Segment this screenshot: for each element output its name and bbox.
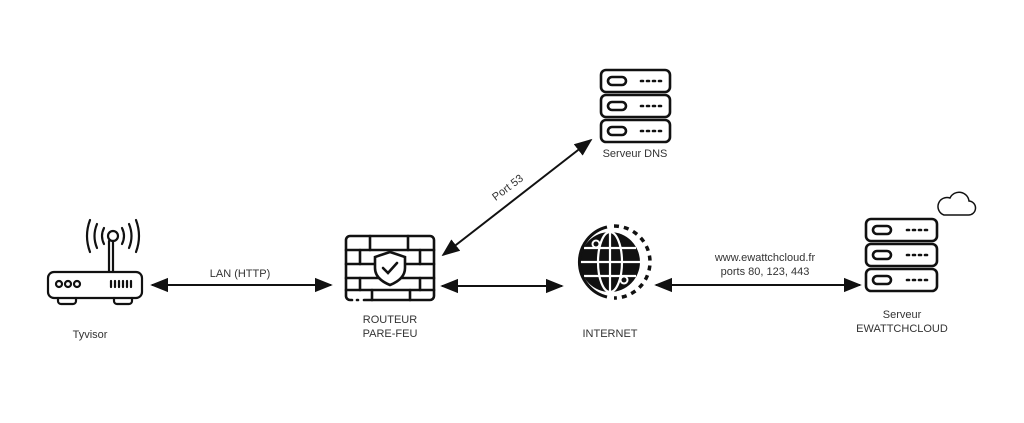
- node-label-router-line2: PARE-FEU: [362, 328, 418, 340]
- node-label-tyvisor: Tyvisor: [72, 329, 108, 341]
- firewall-icon: [344, 234, 436, 302]
- node-label-router-line1: ROUTEUR: [362, 314, 418, 326]
- wifi-router-icon: [46, 218, 144, 306]
- edge-label-cloud: www.ewattchcloud.fr ports 80, 123, 443: [695, 251, 835, 279]
- node-label-cloud-server-line2: EWATTCHCLOUD: [856, 323, 948, 335]
- globe-icon: [577, 224, 652, 300]
- node-label-cloud-server-line1: Serveur: [882, 309, 922, 321]
- node-label-internet: INTERNET: [582, 328, 638, 340]
- edge-label-cloud-line1: www.ewattchcloud.fr: [714, 252, 816, 264]
- server-stack-icon: [599, 68, 672, 144]
- edge-label-cloud-line2: ports 80, 123, 443: [720, 266, 810, 278]
- cloud-server-icon: [864, 191, 977, 293]
- node-label-router: ROUTEUR PARE-FEU: [350, 313, 430, 341]
- edge-dns-arrow: [441, 138, 593, 257]
- cloud-icon: [937, 191, 977, 216]
- node-label-dns: Serveur DNS: [602, 148, 668, 160]
- edge-label-lan: LAN (HTTP): [209, 268, 271, 280]
- node-label-cloud-server: Serveur EWATTCHCLOUD: [850, 308, 954, 336]
